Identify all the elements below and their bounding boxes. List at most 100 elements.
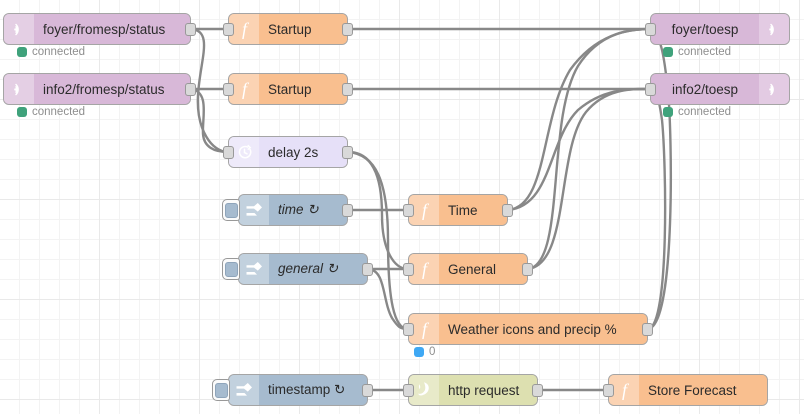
input-port[interactable] — [403, 262, 414, 276]
inject-trigger-button[interactable] — [212, 379, 230, 401]
node-label: Startup — [268, 21, 312, 37]
node-body: time ↻ — [239, 195, 347, 225]
output-port[interactable] — [342, 22, 353, 36]
status-text: connected — [32, 46, 86, 58]
wire[interactable] — [646, 87, 667, 331]
input-port[interactable] — [645, 82, 656, 96]
status-dot-icon — [414, 347, 424, 357]
output-port[interactable] — [522, 262, 533, 276]
input-port[interactable] — [645, 22, 656, 36]
function-f-icon: f — [229, 14, 259, 44]
input-port[interactable] — [403, 322, 414, 336]
output-port[interactable] — [185, 82, 196, 96]
node-label: General — [448, 261, 497, 277]
globe-icon — [409, 375, 439, 405]
wire[interactable] — [526, 87, 652, 271]
input-port[interactable] — [603, 383, 614, 397]
node-body: delay 2s — [229, 137, 347, 167]
output-port[interactable] — [342, 145, 353, 159]
node-body: timestamp ↻ — [229, 375, 367, 405]
svg-text:f: f — [621, 381, 629, 400]
node-status-mqtt_in_foyer: connected — [17, 46, 85, 58]
svg-text:f: f — [241, 80, 249, 99]
node-label: Weather icons and precip % — [448, 321, 617, 337]
function-f-icon: f — [229, 74, 259, 104]
function-f-icon: f — [609, 375, 639, 405]
node-body: f Startup — [229, 14, 347, 44]
svg-text:f: f — [421, 201, 429, 220]
output-port[interactable] — [642, 322, 653, 336]
svg-text:f: f — [241, 20, 249, 39]
status-dot-icon — [663, 47, 673, 57]
output-port[interactable] — [502, 203, 513, 217]
node-mqtt_out_foyer[interactable]: foyer/toesp — [645, 13, 790, 45]
node-label: Time — [448, 202, 478, 218]
wire[interactable] — [506, 27, 652, 212]
node-label: info2/toesp — [671, 81, 739, 97]
status-text: connected — [678, 106, 732, 118]
node-label: foyer/fromesp/status — [43, 21, 166, 37]
inject-arrow-icon — [229, 375, 259, 405]
node-body: foyer/fromesp/status — [4, 14, 190, 44]
input-port[interactable] — [223, 22, 234, 36]
node-body: foyer/toesp — [651, 14, 789, 44]
node-label: info2/fromesp/status — [43, 81, 165, 97]
node-body: info2/fromesp/status — [4, 74, 190, 104]
wire[interactable] — [346, 150, 410, 331]
input-port[interactable] — [223, 82, 234, 96]
function-f-icon: f — [409, 314, 439, 344]
output-port[interactable] — [185, 22, 196, 36]
svg-text:f: f — [421, 260, 429, 279]
wire[interactable] — [506, 87, 652, 212]
node-delay_2s[interactable]: delay 2s — [223, 136, 353, 168]
inject-trigger-button[interactable] — [222, 199, 240, 221]
mqtt-wave-icon — [4, 14, 34, 44]
inject-arrow-icon — [239, 254, 269, 284]
input-port[interactable] — [223, 145, 234, 159]
status-dot-icon — [663, 107, 673, 117]
node-fn_general[interactable]: f General — [403, 253, 533, 285]
wire[interactable] — [366, 267, 410, 331]
node-mqtt_in_info2[interactable]: info2/fromesp/status — [3, 73, 196, 105]
node-fn_startup_1[interactable]: f Startup — [223, 13, 353, 45]
function-f-icon: f — [409, 254, 439, 284]
node-fn_weather[interactable]: f Weather icons and precip % — [403, 313, 653, 345]
node-mqtt_in_foyer[interactable]: foyer/fromesp/status — [3, 13, 196, 45]
output-port[interactable] — [342, 203, 353, 217]
wire[interactable] — [346, 150, 410, 271]
output-port[interactable] — [362, 262, 373, 276]
node-http_request[interactable]: http request — [403, 374, 543, 406]
node-label: time ↻ — [278, 202, 319, 217]
wire[interactable] — [189, 87, 230, 154]
status-text: connected — [32, 106, 86, 118]
node-body: http request — [409, 375, 537, 405]
node-inject_ts[interactable]: timestamp ↻ — [212, 374, 373, 406]
output-port[interactable] — [532, 383, 543, 397]
node-status-mqtt_out_info2: connected — [663, 106, 731, 118]
svg-text:f: f — [421, 320, 429, 339]
output-port[interactable] — [362, 383, 373, 397]
node-mqtt_out_info2[interactable]: info2/toesp — [645, 73, 790, 105]
node-body: info2/toesp — [651, 74, 789, 104]
inject-trigger-button[interactable] — [222, 258, 240, 280]
node-body: f Time — [409, 195, 507, 225]
input-port[interactable] — [403, 203, 414, 217]
status-text: connected — [678, 46, 732, 58]
wire[interactable] — [526, 27, 652, 271]
function-f-icon: f — [409, 195, 439, 225]
node-inject_general[interactable]: general ↻ — [222, 253, 373, 285]
node-fn_time[interactable]: f Time — [403, 194, 513, 226]
node-status-mqtt_in_info2: connected — [17, 106, 85, 118]
input-port[interactable] — [403, 383, 414, 397]
output-port[interactable] — [342, 82, 353, 96]
node-status-fn_weather: 0 — [414, 346, 435, 358]
node-body: general ↻ — [239, 254, 367, 284]
node-inject_time[interactable]: time ↻ — [222, 194, 353, 226]
node-label: foyer/toesp — [671, 21, 739, 37]
mqtt-wave-icon — [759, 74, 789, 104]
